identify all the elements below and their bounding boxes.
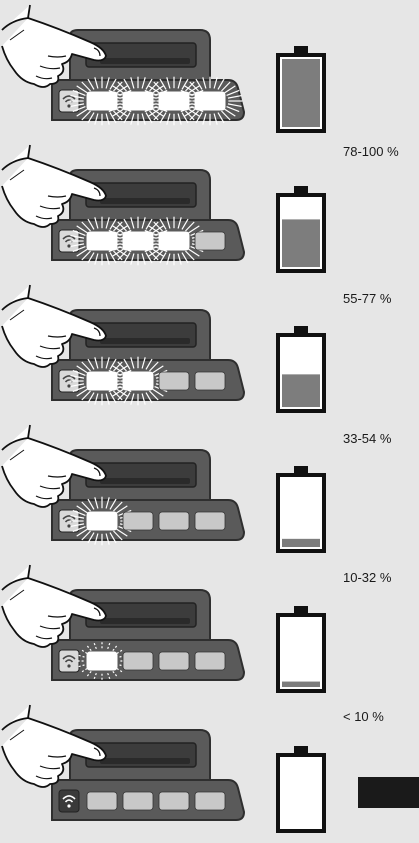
- battery-fill: [282, 59, 320, 127]
- charge-segment-2: [123, 792, 153, 810]
- device-screen-slot: [100, 338, 190, 344]
- range-label-4: 10-32 %: [343, 571, 391, 585]
- battery-fill: [282, 682, 320, 687]
- battery-icon: [278, 746, 324, 831]
- device-screen-slot: [100, 58, 190, 64]
- battery-icon: [278, 186, 324, 271]
- device-screen-slot: [100, 478, 190, 484]
- range-label-2: 55-77 %: [343, 292, 391, 306]
- charge-segment-3: [159, 512, 189, 530]
- battery-fill: [282, 219, 320, 267]
- wireless-signal-icon: [59, 790, 79, 812]
- charge-segment-2: [123, 512, 153, 530]
- charge-segment-1: [87, 792, 117, 810]
- device-screen-slot: [100, 758, 190, 764]
- charge-segment-4: [195, 512, 225, 530]
- range-label-5: < 10 %: [343, 710, 384, 724]
- battery-icon: [278, 466, 324, 551]
- battery-icon: [278, 46, 324, 131]
- charge-segment-3: [159, 792, 189, 810]
- charge-segment-3: [159, 372, 189, 390]
- battery-fill: [282, 539, 320, 547]
- battery-level-row-3: [2, 285, 324, 411]
- charge-segment-4: [195, 372, 225, 390]
- empty-indicator-block: [358, 777, 419, 808]
- device-screen-slot: [100, 198, 190, 204]
- battery-fill: [282, 374, 320, 407]
- battery-level-row-2: [2, 145, 324, 271]
- battery-level-row-5: [2, 565, 324, 691]
- charge-segment-4: [195, 232, 225, 250]
- battery-level-row-6: [2, 705, 324, 831]
- battery-level-row-4: [2, 425, 324, 551]
- battery-icon: [278, 606, 324, 691]
- range-label-3: 33-54 %: [343, 432, 391, 446]
- device-screen-slot: [100, 618, 190, 624]
- battery-level-row-1: [2, 5, 324, 131]
- battery-icon: [278, 326, 324, 411]
- wireless-signal-icon: [59, 650, 79, 672]
- charge-segment-4: [195, 652, 225, 670]
- charge-segment-4: [195, 792, 225, 810]
- charge-segment-3: [159, 652, 189, 670]
- charge-segment-2: [123, 652, 153, 670]
- range-label-1: 78-100 %: [343, 145, 399, 159]
